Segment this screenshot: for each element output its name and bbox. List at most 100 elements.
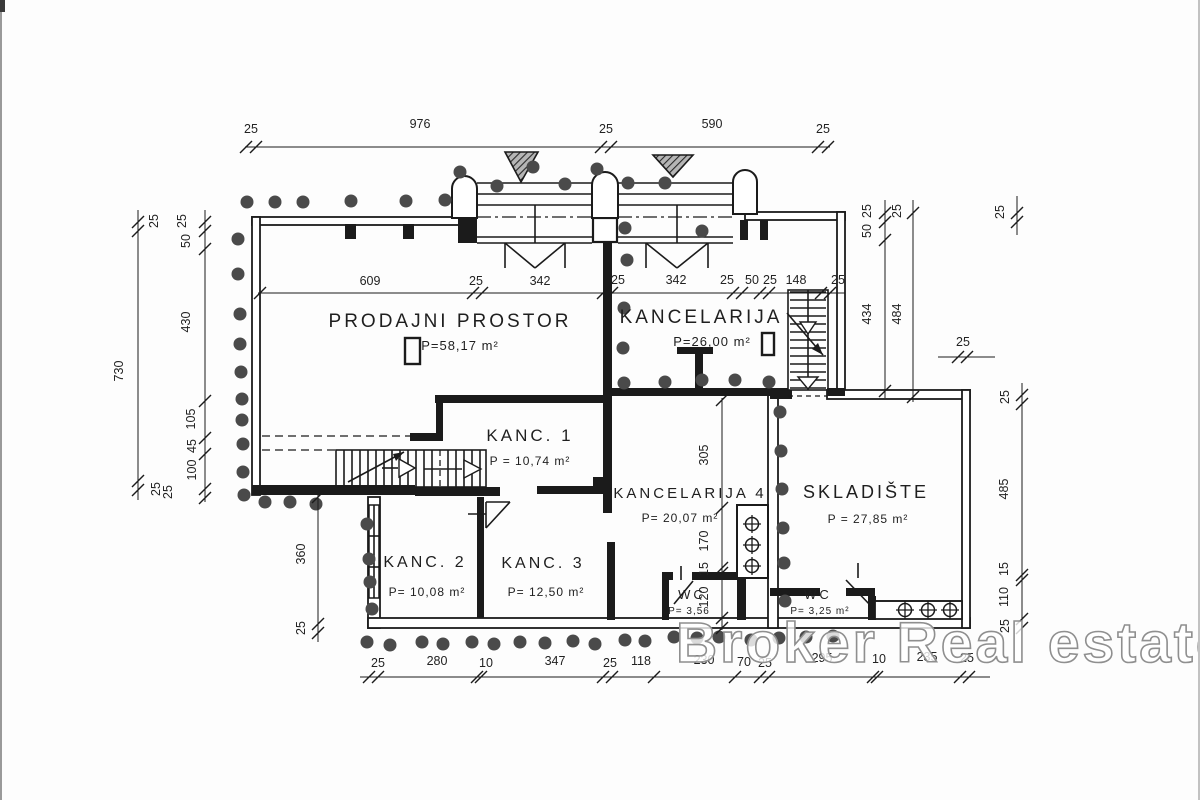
room-area-wc-2: P= 3,25 m²: [790, 606, 849, 617]
plan-line: [676, 242, 709, 269]
dimension-label: 25: [149, 482, 163, 496]
shrub-dot: [360, 517, 374, 531]
room-label-kanc-1: KANC. 1: [486, 426, 573, 445]
dimension-tick: [198, 447, 212, 461]
wall-solid: [760, 220, 768, 240]
scan-edge-right: [1198, 0, 1200, 800]
dimension-tick: [605, 286, 619, 300]
shrub-dot: [558, 177, 572, 191]
wall-solid: [827, 388, 845, 396]
room-area-prodajni-prostor: P=58,17 m²: [421, 338, 499, 353]
dimension-label: 25: [294, 621, 308, 635]
dimension-label: 50: [860, 224, 874, 238]
dimension-tick: [753, 670, 767, 684]
dimension-tick: [466, 286, 480, 300]
scan-corner-artifact: [0, 0, 5, 12]
shrub-dot: [344, 194, 358, 208]
dimension-tick: [1015, 573, 1029, 587]
dimension-tick: [953, 670, 967, 684]
dimension-tick: [866, 670, 880, 684]
dimension-label: 50: [745, 273, 759, 287]
shrub-dot: [240, 195, 254, 209]
room-label-prodajni-prostor: PRODAJNI PROSTOR: [329, 311, 572, 332]
room-label-wc-2: WC: [804, 587, 832, 602]
shrub-dot: [538, 636, 552, 650]
shrub-dot: [620, 253, 634, 267]
room-label-kancelarija-4: KANCELARIJA 4: [613, 485, 766, 502]
room-label-kancelarija: KANCELARIJA: [620, 307, 783, 328]
dimension-label: 295: [812, 651, 833, 665]
room-area-kanc-2: P= 10,08 m²: [389, 585, 466, 599]
shrub-dot: [799, 630, 813, 644]
dimension-label: 25: [960, 651, 974, 665]
wall-solid: [345, 224, 356, 239]
dimension-label: 25: [244, 122, 258, 136]
dimension-tick: [198, 394, 212, 408]
dimension-label: 100: [185, 460, 199, 481]
entrance-column: [732, 169, 758, 215]
shrub-dot: [436, 637, 450, 651]
dimension-label: 609: [360, 274, 381, 288]
wall-hollow: [961, 389, 971, 629]
plan-line: [673, 580, 694, 605]
wall-solid: [435, 395, 603, 403]
dimension-label: 25: [998, 619, 1012, 633]
shrub-dot: [695, 373, 709, 387]
dimension-tick: [311, 626, 325, 640]
dimension-tick: [753, 286, 767, 300]
wall-solid: [846, 588, 875, 596]
dimension-label: 976: [410, 117, 431, 131]
shrub-dot: [667, 630, 681, 644]
dimension-tick: [906, 390, 920, 404]
dimension-tick: [474, 670, 488, 684]
room-area-kancelarija: P=26,00 m²: [673, 334, 751, 349]
dimension-tick: [239, 140, 253, 154]
dimension-tick: [1010, 206, 1024, 220]
dimension-tick: [762, 286, 776, 300]
dimension-label: 50: [179, 234, 193, 248]
dimension-tick: [715, 621, 729, 635]
dimension-label: 434: [860, 304, 874, 325]
dimension-label: 25: [371, 656, 385, 670]
dimension-tick: [594, 140, 608, 154]
room-area-kancelarija-4: P= 20,07 m²: [642, 511, 719, 525]
dimension-label: 25: [720, 273, 734, 287]
dimension-tick: [371, 670, 385, 684]
dimension-label: 110: [997, 587, 1011, 607]
dimension-label: 347: [545, 654, 566, 668]
shrub-dot: [774, 444, 788, 458]
entrance-column: [591, 171, 619, 219]
dimension-tick: [878, 233, 892, 247]
dimension-label: 484: [890, 304, 904, 325]
shrub-dot: [233, 307, 247, 321]
dimension-tick: [253, 286, 267, 300]
dimension-tick: [811, 140, 825, 154]
dimension-label: 25: [611, 273, 625, 287]
dimension-tick: [906, 206, 920, 220]
wall-solid: [737, 578, 746, 620]
dimension-label: 118: [631, 654, 651, 668]
dimension-tick: [131, 215, 145, 229]
outline-box: [335, 449, 487, 488]
dimension-tick: [878, 206, 892, 220]
room-label-kanc-2: KANC. 2: [383, 554, 466, 571]
dimension-tick: [728, 670, 742, 684]
shrub-dot: [762, 375, 776, 389]
dimension-tick: [715, 566, 729, 580]
shrub-dot: [658, 176, 672, 190]
dimension-tick: [475, 286, 489, 300]
dimension-tick: [878, 384, 892, 398]
shrub-dot: [616, 341, 630, 355]
wall-hollow: [251, 216, 461, 226]
wall-solid: [740, 220, 748, 240]
arrowhead: [812, 343, 823, 355]
wall-solid: [868, 596, 876, 620]
shrub-dot: [638, 634, 652, 648]
room-label-wc-1: WC: [678, 587, 706, 602]
shrub-dot: [415, 635, 429, 649]
shrub-dot: [234, 365, 248, 379]
shrub-dot: [236, 465, 250, 479]
entrance-column: [451, 175, 478, 219]
dimension-label: 25: [763, 273, 777, 287]
